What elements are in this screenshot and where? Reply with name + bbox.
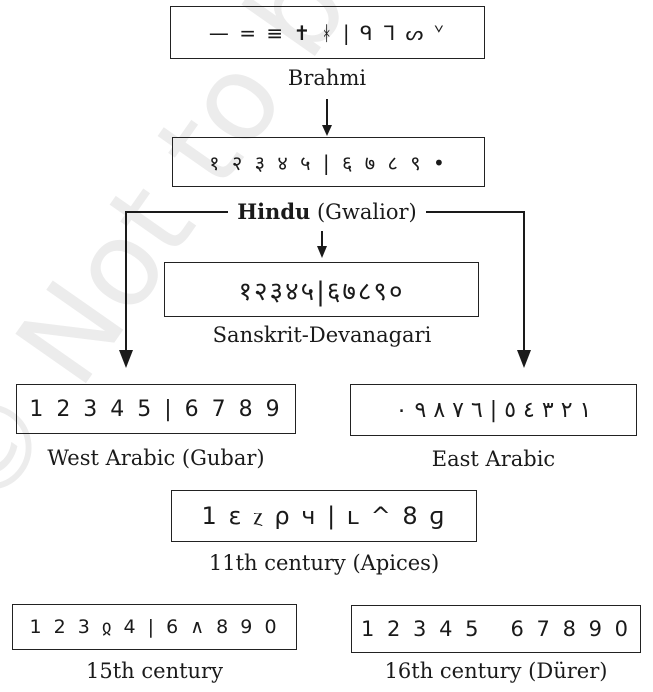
brahmi-numerals-box: — = ≡ ✝ ᚼ | ᑫ ᒣ ᔕ ᘁ xyxy=(170,6,485,59)
sanskrit-label: Sanskrit-Devanagari xyxy=(212,323,432,347)
brahmi-numerals: — = ≡ ✝ ᚼ | ᑫ ᒣ ᔕ ᘁ xyxy=(208,20,447,45)
sanskrit-numerals: १२३४५|६७८९० xyxy=(238,276,405,307)
hindu-label: Hindu (Gwalior) xyxy=(228,199,426,224)
arrowhead-east-arabic xyxy=(517,350,531,368)
arrow-hindu-to-west-arabic xyxy=(125,211,228,352)
hindu-numerals: १ २ ३ ४ ५ | ६ ७ ८ ९ • xyxy=(209,150,448,175)
c16-label: 16th century (Dürer) xyxy=(384,659,608,683)
hindu-label-sub: (Gwalior) xyxy=(316,200,417,224)
arrowhead-west-arabic xyxy=(119,350,133,368)
arrowhead-hindu-sanskrit xyxy=(317,246,327,258)
west-arabic-numerals-box: 1 2 3 4 5 | 6 7 8 9 xyxy=(16,384,296,434)
hindu-label-main: Hindu xyxy=(237,199,311,224)
arrow-hindu-to-east-arabic xyxy=(426,211,525,352)
east-arabic-numerals-box: ١ ٢ ٣ ٤ ٥ | ٦ ٧ ٨ ٩ ٠ xyxy=(350,384,637,436)
east-arabic-label: East Arabic xyxy=(431,447,556,471)
west-arabic-numerals: 1 2 3 4 5 | 6 7 8 9 xyxy=(29,396,283,422)
west-arabic-label: West Arabic (Gubar) xyxy=(47,446,265,470)
apices-numerals-box: 1 ε ⲍ ρ ч | ʟ ^ 8 ɡ xyxy=(171,490,477,542)
c15-numerals: 1 2 3 ჲ 4 | 6 ∧ 8 9 0 xyxy=(29,616,280,638)
sanskrit-numerals-box: १२३४५|६७८९० xyxy=(164,262,479,317)
c16-numerals: 1 2 3 4 5 6 7 8 9 0 xyxy=(360,617,632,641)
apices-numerals: 1 ε ⲍ ρ ч | ʟ ^ 8 ɡ xyxy=(201,502,447,530)
east-arabic-numerals: ١ ٢ ٣ ٤ ٥ | ٦ ٧ ٨ ٩ ٠ xyxy=(395,397,592,423)
apices-label: 11th century (Apices) xyxy=(208,551,440,575)
hindu-numerals-box: १ २ ३ ४ ५ | ६ ७ ८ ९ • xyxy=(172,137,485,187)
c15-label: 15th century xyxy=(86,659,223,683)
brahmi-label: Brahmi xyxy=(287,66,367,90)
c15-numerals-box: 1 2 3 ჲ 4 | 6 ∧ 8 9 0 xyxy=(12,604,297,650)
c16-numerals-box: 1 2 3 4 5 6 7 8 9 0 xyxy=(351,605,641,653)
arrowhead-brahmi-hindu xyxy=(322,125,332,136)
